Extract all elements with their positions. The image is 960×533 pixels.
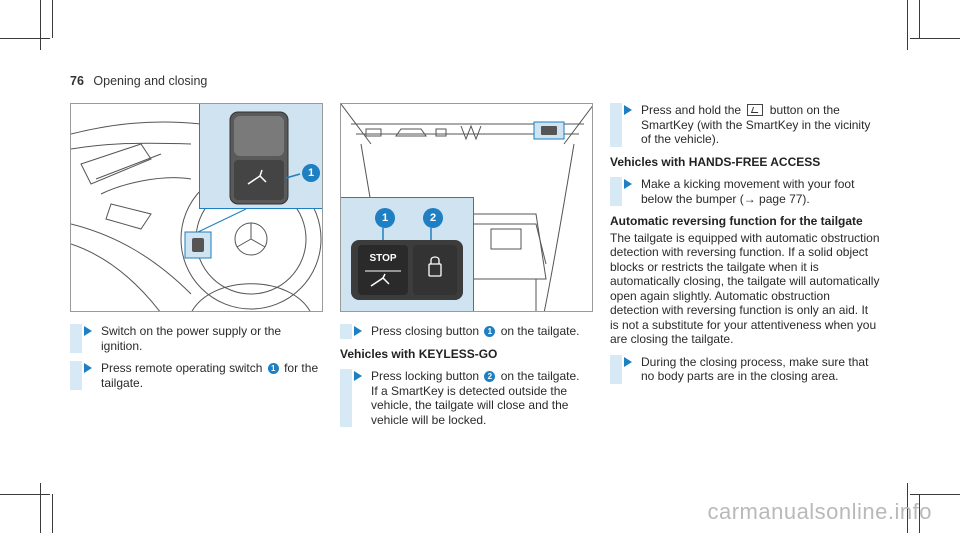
arrow-icon bbox=[624, 105, 632, 115]
step: Press and hold the button on the SmartKe… bbox=[610, 103, 880, 147]
crop-mark bbox=[910, 494, 960, 495]
column-2: Press closing button 1 on the tailgate. … bbox=[340, 324, 595, 435]
step: Press remote operating switch 1 for the … bbox=[70, 361, 325, 390]
step-text-part: on the tailgate. bbox=[500, 324, 580, 338]
arrow-icon bbox=[84, 326, 92, 336]
arrow-icon bbox=[624, 179, 632, 189]
crop-mark bbox=[907, 0, 908, 50]
step-text-part: Press remote operating switch bbox=[101, 361, 263, 375]
section-heading: Vehicles with HANDS-FREE ACCESS bbox=[610, 154, 821, 169]
crop-mark bbox=[919, 0, 920, 38]
callout-2: 2 bbox=[423, 208, 443, 228]
crop-mark bbox=[0, 494, 50, 495]
step-text: Press locking button 2 on the tailgate. … bbox=[371, 369, 595, 427]
figure-interior-switch: 1 bbox=[70, 103, 323, 312]
column-1: Switch on the power supply or the igniti… bbox=[70, 324, 325, 398]
step-text-part: If a SmartKey is detected outside the ve… bbox=[371, 383, 569, 427]
step: Press closing button 1 on the tailgate. bbox=[340, 324, 595, 339]
step-text-part: on the tailgate. bbox=[500, 369, 580, 383]
tailgate-button-icon bbox=[747, 104, 764, 116]
section-heading: Vehicles with KEYLESS-GO bbox=[340, 346, 498, 361]
arrow-icon bbox=[354, 326, 362, 336]
arrow-icon bbox=[84, 363, 92, 373]
step: Switch on the power supply or the igniti… bbox=[70, 324, 325, 353]
callout-ref: 1 bbox=[484, 326, 496, 337]
callout-ref: 1 bbox=[267, 363, 279, 374]
crop-mark bbox=[910, 38, 960, 39]
page-number: 76 bbox=[70, 74, 84, 88]
crop-mark bbox=[52, 0, 53, 38]
step-text-part: button on the SmartKey (with the SmartKe… bbox=[641, 103, 871, 146]
callout-panel: 1 2 STOP bbox=[341, 197, 474, 311]
step-text-part: Press locking button bbox=[371, 369, 480, 383]
crop-mark bbox=[907, 483, 908, 533]
callout-1: 1 bbox=[302, 164, 320, 182]
crop-mark bbox=[40, 0, 41, 50]
step-text: Switch on the power supply or the igniti… bbox=[101, 324, 282, 353]
arrow-icon bbox=[624, 356, 632, 367]
step-text: Make a kicking movement with your foot b… bbox=[641, 177, 855, 206]
crop-mark bbox=[52, 494, 53, 533]
page-title: Opening and closing bbox=[93, 74, 208, 88]
column-3: Press and hold the button on the SmartKe… bbox=[610, 103, 880, 392]
step-text: Press remote operating switch 1 for the … bbox=[101, 361, 325, 390]
step: Make a kicking movement with your foot b… bbox=[610, 177, 880, 206]
stop-label: STOP bbox=[369, 253, 397, 264]
step-text-part: Press and hold the bbox=[641, 103, 742, 117]
remote-switch-closeup bbox=[229, 111, 301, 205]
callout-ref: 2 bbox=[484, 371, 496, 382]
step: Press locking button 2 on the tailgate. … bbox=[340, 369, 595, 427]
callout-panel: 1 bbox=[199, 104, 322, 209]
interior-illustration bbox=[71, 121, 322, 311]
crop-mark bbox=[919, 494, 920, 533]
step-text: Press closing button 1 on the tailgate. bbox=[371, 324, 595, 339]
page-header: 76 Opening and closing bbox=[70, 74, 207, 88]
crop-mark bbox=[40, 483, 41, 533]
watermark: carmanualsonline.info bbox=[707, 499, 932, 524]
section-heading: Automatic reversing function for the tai… bbox=[610, 214, 863, 228]
body-paragraph: The tailgate is equipped with automatic … bbox=[610, 230, 880, 347]
step: During the closing process, make sure th… bbox=[610, 354, 880, 384]
tailgate-button-closeup bbox=[351, 228, 463, 300]
step-text: Press and hold the button on the SmartKe… bbox=[641, 103, 880, 147]
crop-mark bbox=[0, 38, 50, 39]
step-text-part: for the tailgate. bbox=[101, 361, 319, 390]
step-text: During the closing process, make sure th… bbox=[641, 354, 869, 384]
arrow-icon bbox=[354, 371, 362, 381]
callout-1: 1 bbox=[375, 208, 395, 228]
figure-tailgate-buttons: 1 2 STOP bbox=[340, 103, 593, 312]
step-text-part: Press closing button bbox=[371, 324, 480, 338]
